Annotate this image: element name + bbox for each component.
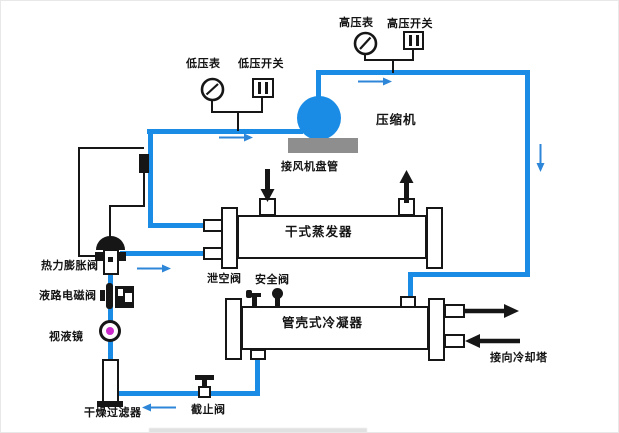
expansion-valve-nub-left [95,252,104,261]
discharge-pipe-stub [316,73,321,99]
flow-arrow-down-icon [536,144,545,172]
vent-valve-arm [248,293,261,297]
expansion-valve-dome-icon [96,236,125,250]
low-pressure-gauge-icon [200,77,225,102]
discharge-pipe-right-vertical [525,70,530,277]
evaporator-endcap-left [221,207,238,269]
flow-arrow-liquid-icon [137,264,171,273]
high-pressure-gauge-icon [353,31,378,56]
txv-capillary-horizontal [109,205,145,207]
condenser-right-nozzle-bottom [444,334,465,348]
label-filter-drier: 干燥过滤器 [84,406,142,419]
txv-outlet-pipe [120,251,206,256]
solenoid-coil-notch [125,293,132,302]
evaporator-vessel [237,215,427,259]
vent-valve-icon [252,297,257,307]
fan-coil-in-arrow-icon [260,169,275,202]
low-pressure-switch-icon [252,78,274,98]
filter-drier-icon [102,359,119,403]
expansion-valve-nub-right [117,252,126,261]
safety-valve-stem [275,297,280,307]
txv-sensing-bulb-icon [139,154,149,173]
condenser-outlet-pipe [255,358,260,394]
lp-switch-stem [261,96,263,113]
compressor-icon [297,96,341,140]
filter-drier-base [97,401,123,407]
stop-valve-handle [195,375,214,380]
sight-glass-center [106,327,114,335]
expansion-valve-body-icon [103,249,119,275]
label-safety-valve: 安全阀 [255,273,290,286]
condenser-right-nozzle-top [444,304,465,318]
hp-tap-line [392,59,394,73]
hp-manifold-line [364,59,414,61]
cooling-water-out-arrow-icon [464,304,519,318]
solenoid-valve-icon [100,290,105,301]
hp-switch-stem [412,48,414,61]
discharge-pipe-top [316,70,530,75]
lp-gauge-stem [211,100,213,113]
fan-coil-out-arrow-icon [399,170,414,203]
txv-equalizer-vertical [78,147,80,257]
label-thermal-expansion-valve: 热力膨胀阀 [41,259,99,272]
condenser-endcap-right [428,298,445,361]
expansion-valve-dot [108,257,113,262]
condenser-endcap-left [225,298,242,360]
flow-arrow-suction-icon [219,133,253,142]
label-low-pressure-switch: 低压开关 [238,57,284,70]
solenoid-valve-stem [106,283,113,309]
compressor-base [288,138,358,153]
stop-valve-stem [202,379,207,388]
vent-valve-knob [246,290,252,298]
suction-pipe-horizontal [147,129,303,134]
solenoid-coil-notch [118,289,123,296]
suction-pipe-vertical [148,129,153,227]
txv-equalizer-to-valve [78,255,106,257]
label-high-pressure-switch: 高压开关 [387,17,433,30]
condenser-vessel [241,306,429,350]
label-stop-valve: 截止阀 [191,403,226,416]
label-sight-glass: 视液镜 [49,330,84,343]
safety-valve-icon [272,288,283,299]
flow-arrow-discharge-icon [358,77,392,86]
label-compressor: 压缩机 [376,112,417,127]
liquid-line-bottom-horizontal [118,391,260,396]
label-liquid-solenoid-valve: 液路电磁阀 [39,289,97,302]
cooling-water-in-arrow-icon [465,334,520,348]
flow-arrow-left-icon [142,403,176,412]
condenser-inlet-vertical [408,272,413,298]
condenser-bottom-nozzle [250,349,266,360]
label-shell-tube-condenser: 管壳式冷凝器 [282,315,364,330]
stop-valve-icon [198,386,211,398]
label-vent-valve: 泄空阀 [207,272,242,285]
label-low-pressure-gauge: 低压表 [186,57,221,70]
low-pressure-switch-bar [258,82,261,94]
high-pressure-switch-bar [409,35,412,46]
txv-capillary-to-dome [109,205,111,239]
txv-equalizer-horizontal [78,147,144,149]
evaporator-endcap-right [426,207,443,269]
low-pressure-switch-bar [265,82,268,94]
liquid-line-vertical [108,273,113,363]
condenser-inlet-horizontal [408,272,530,277]
lp-tap-line [237,111,239,131]
high-pressure-switch-bar [416,35,419,46]
suction-pipe-to-evaporator [148,223,206,228]
txv-capillary-vertical [143,172,145,207]
watermark [149,428,367,432]
label-to-fan-coil: 接风机盘管 [281,160,339,173]
hp-gauge-stem [364,54,366,61]
label-high-pressure-gauge: 高压表 [339,16,374,29]
label-to-cooling-tower: 接向冷却塔 [490,351,548,364]
label-dry-evaporator: 干式蒸发器 [285,224,353,239]
